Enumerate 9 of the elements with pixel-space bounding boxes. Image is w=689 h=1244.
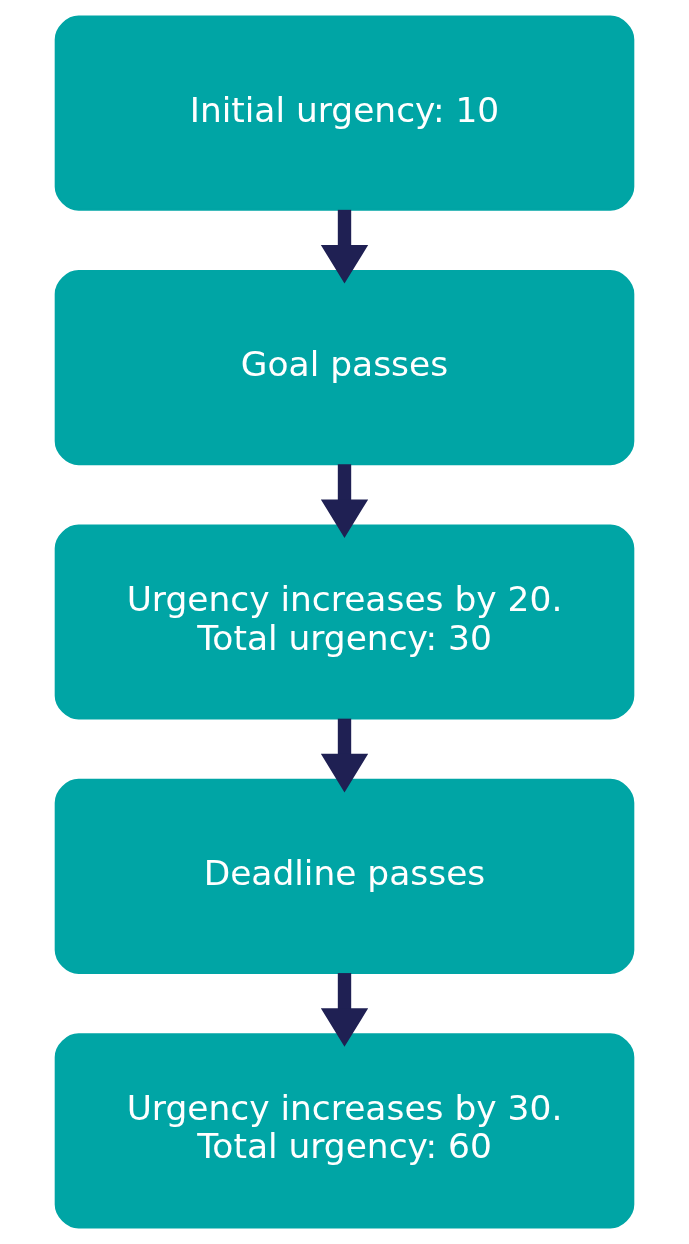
arrow [320,973,369,1047]
node-box: Initial urgency: 10 [54,15,635,211]
node-box: Urgency increases by 20. Total urgency: 30 [54,524,635,720]
node-box: Goal passes [54,270,635,466]
arrow [320,209,369,284]
arrow [320,718,369,793]
arrow [320,464,369,539]
node-box: Deadline passes [54,778,635,974]
node-box: Urgency increases by 30. Total urgency: 60 [54,1033,635,1229]
